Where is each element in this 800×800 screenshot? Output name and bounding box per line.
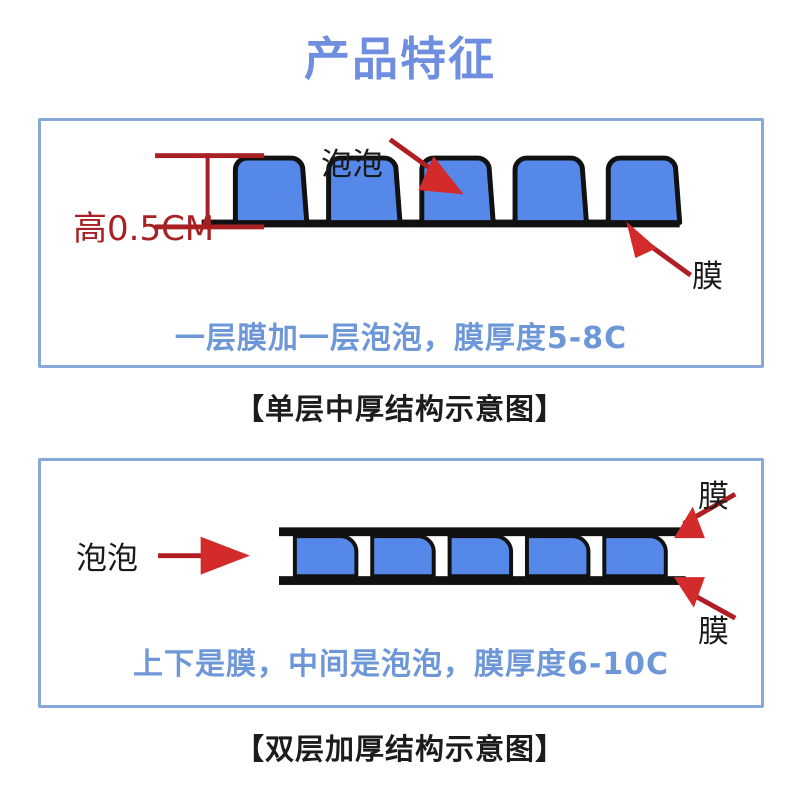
single-layer-diagram <box>155 137 693 278</box>
label-bubble: 泡泡 <box>321 147 383 183</box>
label-bubble: 泡泡 <box>76 541 138 577</box>
bubble <box>602 534 668 579</box>
page-title: 产品特征 <box>304 32 496 86</box>
bubble <box>447 534 514 579</box>
film-line-top <box>279 527 686 537</box>
label-film-top: 膜 <box>698 479 729 515</box>
bubble <box>605 155 683 225</box>
double-layer-diagram <box>158 492 737 621</box>
label-film-bottom: 膜 <box>698 614 729 650</box>
label-height-measure: 高0.5CM <box>73 209 215 249</box>
bubble <box>512 155 589 225</box>
bubble-group <box>232 155 683 225</box>
bubble-group <box>292 534 668 579</box>
bubble-pointer-arrow <box>158 536 251 575</box>
caption-double-layer: 【双层加厚结构示意图】 <box>234 732 565 766</box>
bubble-pointer-arrow <box>388 137 464 195</box>
height-measure-bracket <box>155 153 265 230</box>
caption-single-layer: 【单层中厚结构示意图】 <box>234 392 565 426</box>
film-top-pointer-arrow <box>673 492 737 539</box>
panel-single-layer: 高0.5CM 泡泡 膜 一层膜加一层泡泡，膜厚度5-8C <box>38 118 764 368</box>
panel-double-layer: 泡泡 膜 膜 上下是膜，中间是泡泡，膜厚度6-10C <box>38 458 764 708</box>
film-pointer-arrow <box>626 221 693 278</box>
panel-double-summary: 上下是膜，中间是泡泡，膜厚度6-10C <box>132 647 670 682</box>
label-film: 膜 <box>692 259 723 295</box>
film-bottom-pointer-arrow <box>673 577 737 621</box>
film-line-bottom <box>279 576 686 585</box>
bubble <box>292 534 359 579</box>
bubble <box>326 155 403 225</box>
bubble <box>370 534 436 579</box>
bubble <box>524 534 591 579</box>
bubble <box>232 155 310 225</box>
panel-single-summary: 一层膜加一层泡泡，膜厚度5-8C <box>174 321 628 356</box>
